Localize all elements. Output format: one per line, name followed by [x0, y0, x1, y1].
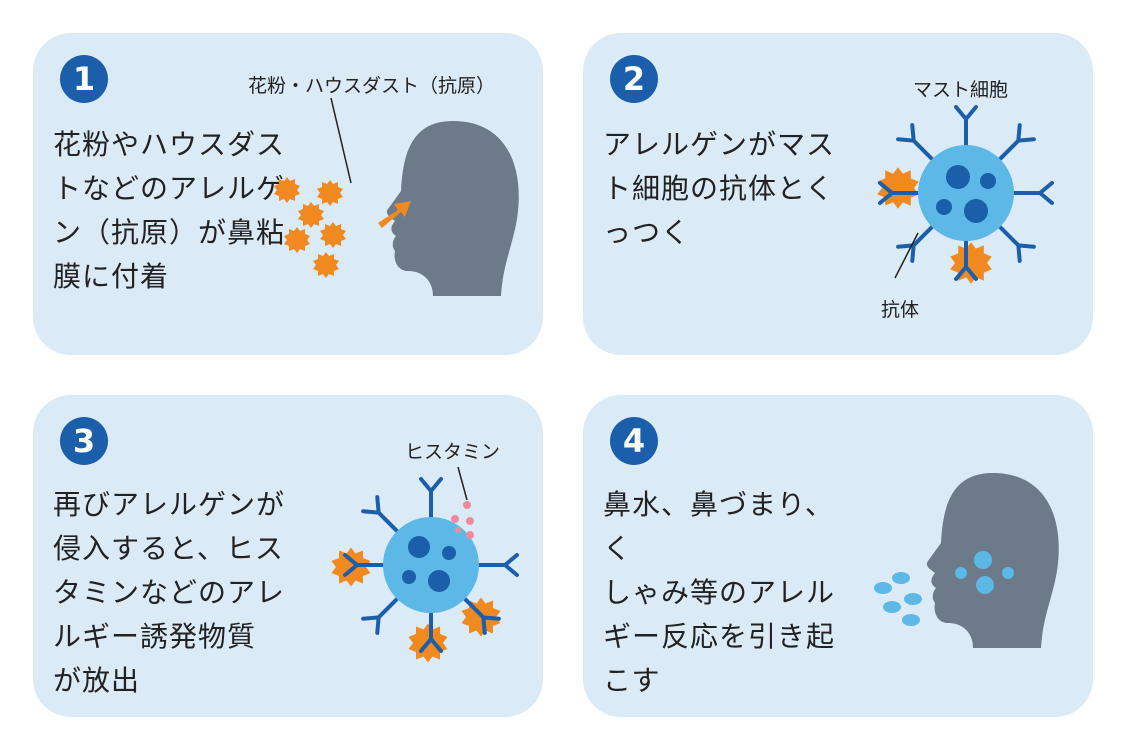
step-card-4: 4 鼻水、鼻づまり、く しゃみ等のアレル ギー反応を引き起 こす — [583, 395, 1093, 717]
head-icon — [926, 473, 1059, 648]
pollen-icons — [274, 177, 346, 278]
step-card-3: 3 再びアレルゲンが 侵入すると、ヒス タミンなどのアレ ルギー誘発物質 が放出… — [33, 395, 543, 717]
nose-inhale-illustration — [274, 97, 519, 296]
step-card-2: 2 アレルゲンがマス ト細胞の抗体とく っつく マスト細胞 抗体 — [583, 33, 1093, 355]
antibody-label: 抗体 — [881, 299, 920, 321]
allergen-label: 花粉・ハウスダスト（抗原） — [248, 75, 496, 97]
step-card-1: 1 花粉やハウスダス トなどのアレルゲ ン（抗原）が鼻粘 膜に付着 花粉・ハウス… — [33, 33, 543, 355]
arrow-icon — [378, 201, 411, 228]
step-number-badge: 3 — [60, 417, 108, 465]
step-number-badge: 4 — [610, 417, 658, 465]
step-description: 鼻水、鼻づまり、く しゃみ等のアレル ギー反応を引き起 こす — [603, 488, 836, 697]
mast-cell-illustration — [877, 105, 1054, 284]
droplets-icon — [874, 572, 922, 626]
step-number-badge: 2 — [610, 55, 658, 103]
histamine-dots — [451, 501, 474, 539]
step-description: アレルゲンがマス ト細胞の抗体とく っつく — [603, 128, 836, 249]
mast-cell-label: マスト細胞 — [913, 79, 1009, 101]
step-number-badge: 1 — [60, 55, 108, 103]
step-description: 再びアレルゲンが 侵入すると、ヒス タミンなどのアレ ルギー誘発物質 が放出 — [53, 488, 286, 697]
sneeze-illustration — [874, 473, 1059, 648]
histamine-label: ヒスタミン — [405, 441, 501, 463]
step-description: 花粉やハウスダス トなどのアレルゲ ン（抗原）が鼻粘 膜に付着 — [53, 128, 286, 293]
histamine-release-illustration — [331, 466, 519, 663]
